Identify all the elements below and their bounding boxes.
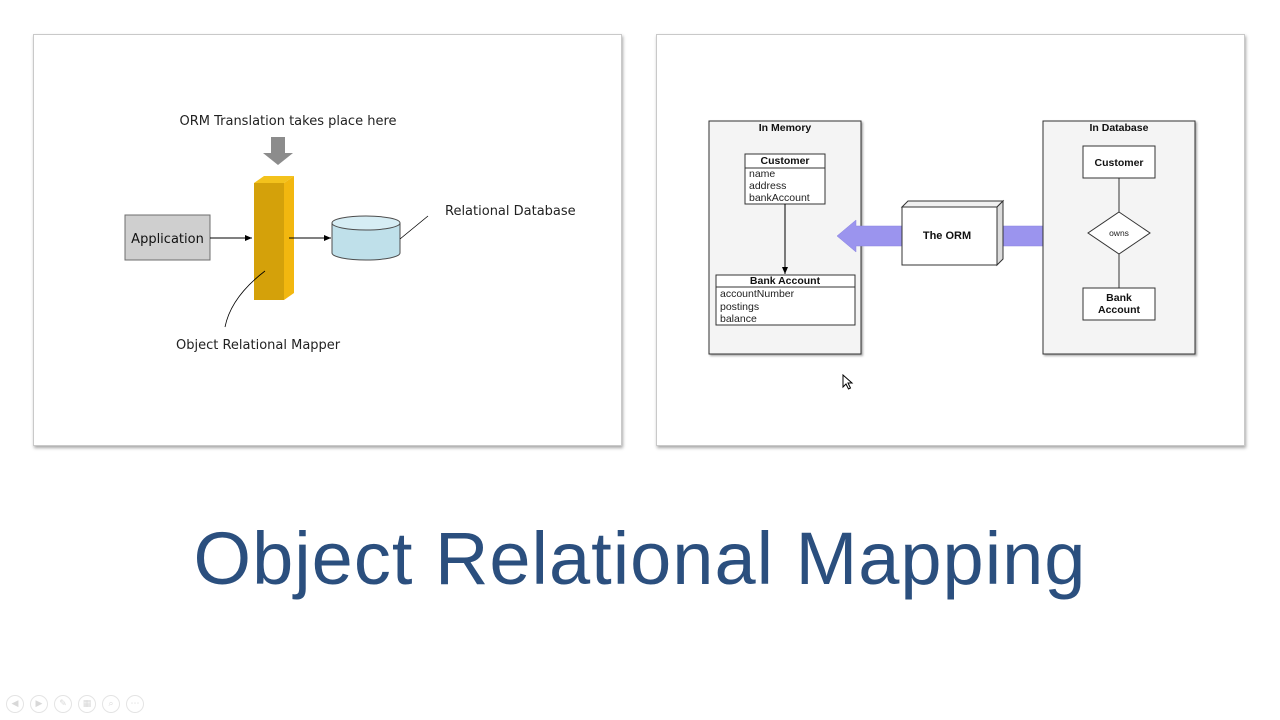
object-relational-mapper-label: Object Relational Mapper: [176, 338, 341, 353]
orm-label: The ORM: [923, 230, 971, 242]
bank-account-entity-label-line-2: Account: [1098, 304, 1141, 316]
orm-translation-caption: ORM Translation takes place here: [179, 114, 396, 129]
mapper-callout-line: [224, 270, 266, 328]
slides-icon[interactable]: ▦: [78, 695, 96, 713]
zoom-icon[interactable]: ⌕: [102, 695, 120, 713]
mouse-cursor-icon: [842, 374, 854, 390]
bank-account-class-box: Bank Account accountNumber postings bala…: [715, 274, 856, 326]
orm-translation-diagram: ORM Translation takes place here Applica…: [124, 114, 576, 353]
previous-icon[interactable]: ◀: [6, 695, 24, 713]
in-memory-title: In Memory: [759, 122, 812, 134]
next-icon[interactable]: ▶: [30, 695, 48, 713]
bank-account-entity-box: Bank Account: [1082, 287, 1156, 321]
customer-class-box: Customer name address bankAccount: [744, 153, 826, 205]
slide-title: Object Relational Mapping: [193, 517, 1087, 600]
application-label: Application: [131, 232, 204, 247]
mapper-pillar: [254, 176, 294, 300]
more-icon[interactable]: ⋯: [126, 695, 144, 713]
bank-account-entity-label-line-1: Bank: [1106, 292, 1132, 304]
customer-entity-box: Customer: [1082, 145, 1156, 179]
customer-field-bank-account: bankAccount: [749, 192, 810, 204]
bank-account-class-name: Bank Account: [750, 275, 821, 287]
pen-icon[interactable]: ✎: [54, 695, 72, 713]
relational-database-label: Relational Database: [445, 204, 576, 219]
customer-field-address: address: [749, 180, 786, 192]
owns-relationship-label: owns: [1109, 228, 1129, 238]
presentation-toolbar: ◀ ▶ ✎ ▦ ⌕ ⋯: [6, 695, 144, 713]
database-cylinder-icon: [331, 215, 401, 261]
orm-box: The ORM: [900, 199, 1005, 267]
in-database-title: In Database: [1090, 122, 1149, 134]
orm-translation-diagram-panel: ORM Translation takes place here Applica…: [33, 34, 622, 446]
orm-mapping-diagram: In Memory Customer name address bankAcco…: [708, 120, 1196, 355]
account-field-balance: balance: [720, 313, 757, 325]
customer-field-name: name: [749, 168, 775, 180]
application-box: Application: [124, 214, 211, 261]
customer-class-name: Customer: [760, 155, 809, 167]
orm-mapping-diagram-panel: In Memory Customer name address bankAcco…: [656, 34, 1245, 446]
account-field-account-number: accountNumber: [720, 288, 795, 300]
account-field-postings: postings: [720, 301, 759, 313]
database-callout-line: [399, 215, 429, 240]
down-arrow-icon: [263, 137, 293, 165]
customer-entity-label: Customer: [1094, 157, 1143, 169]
